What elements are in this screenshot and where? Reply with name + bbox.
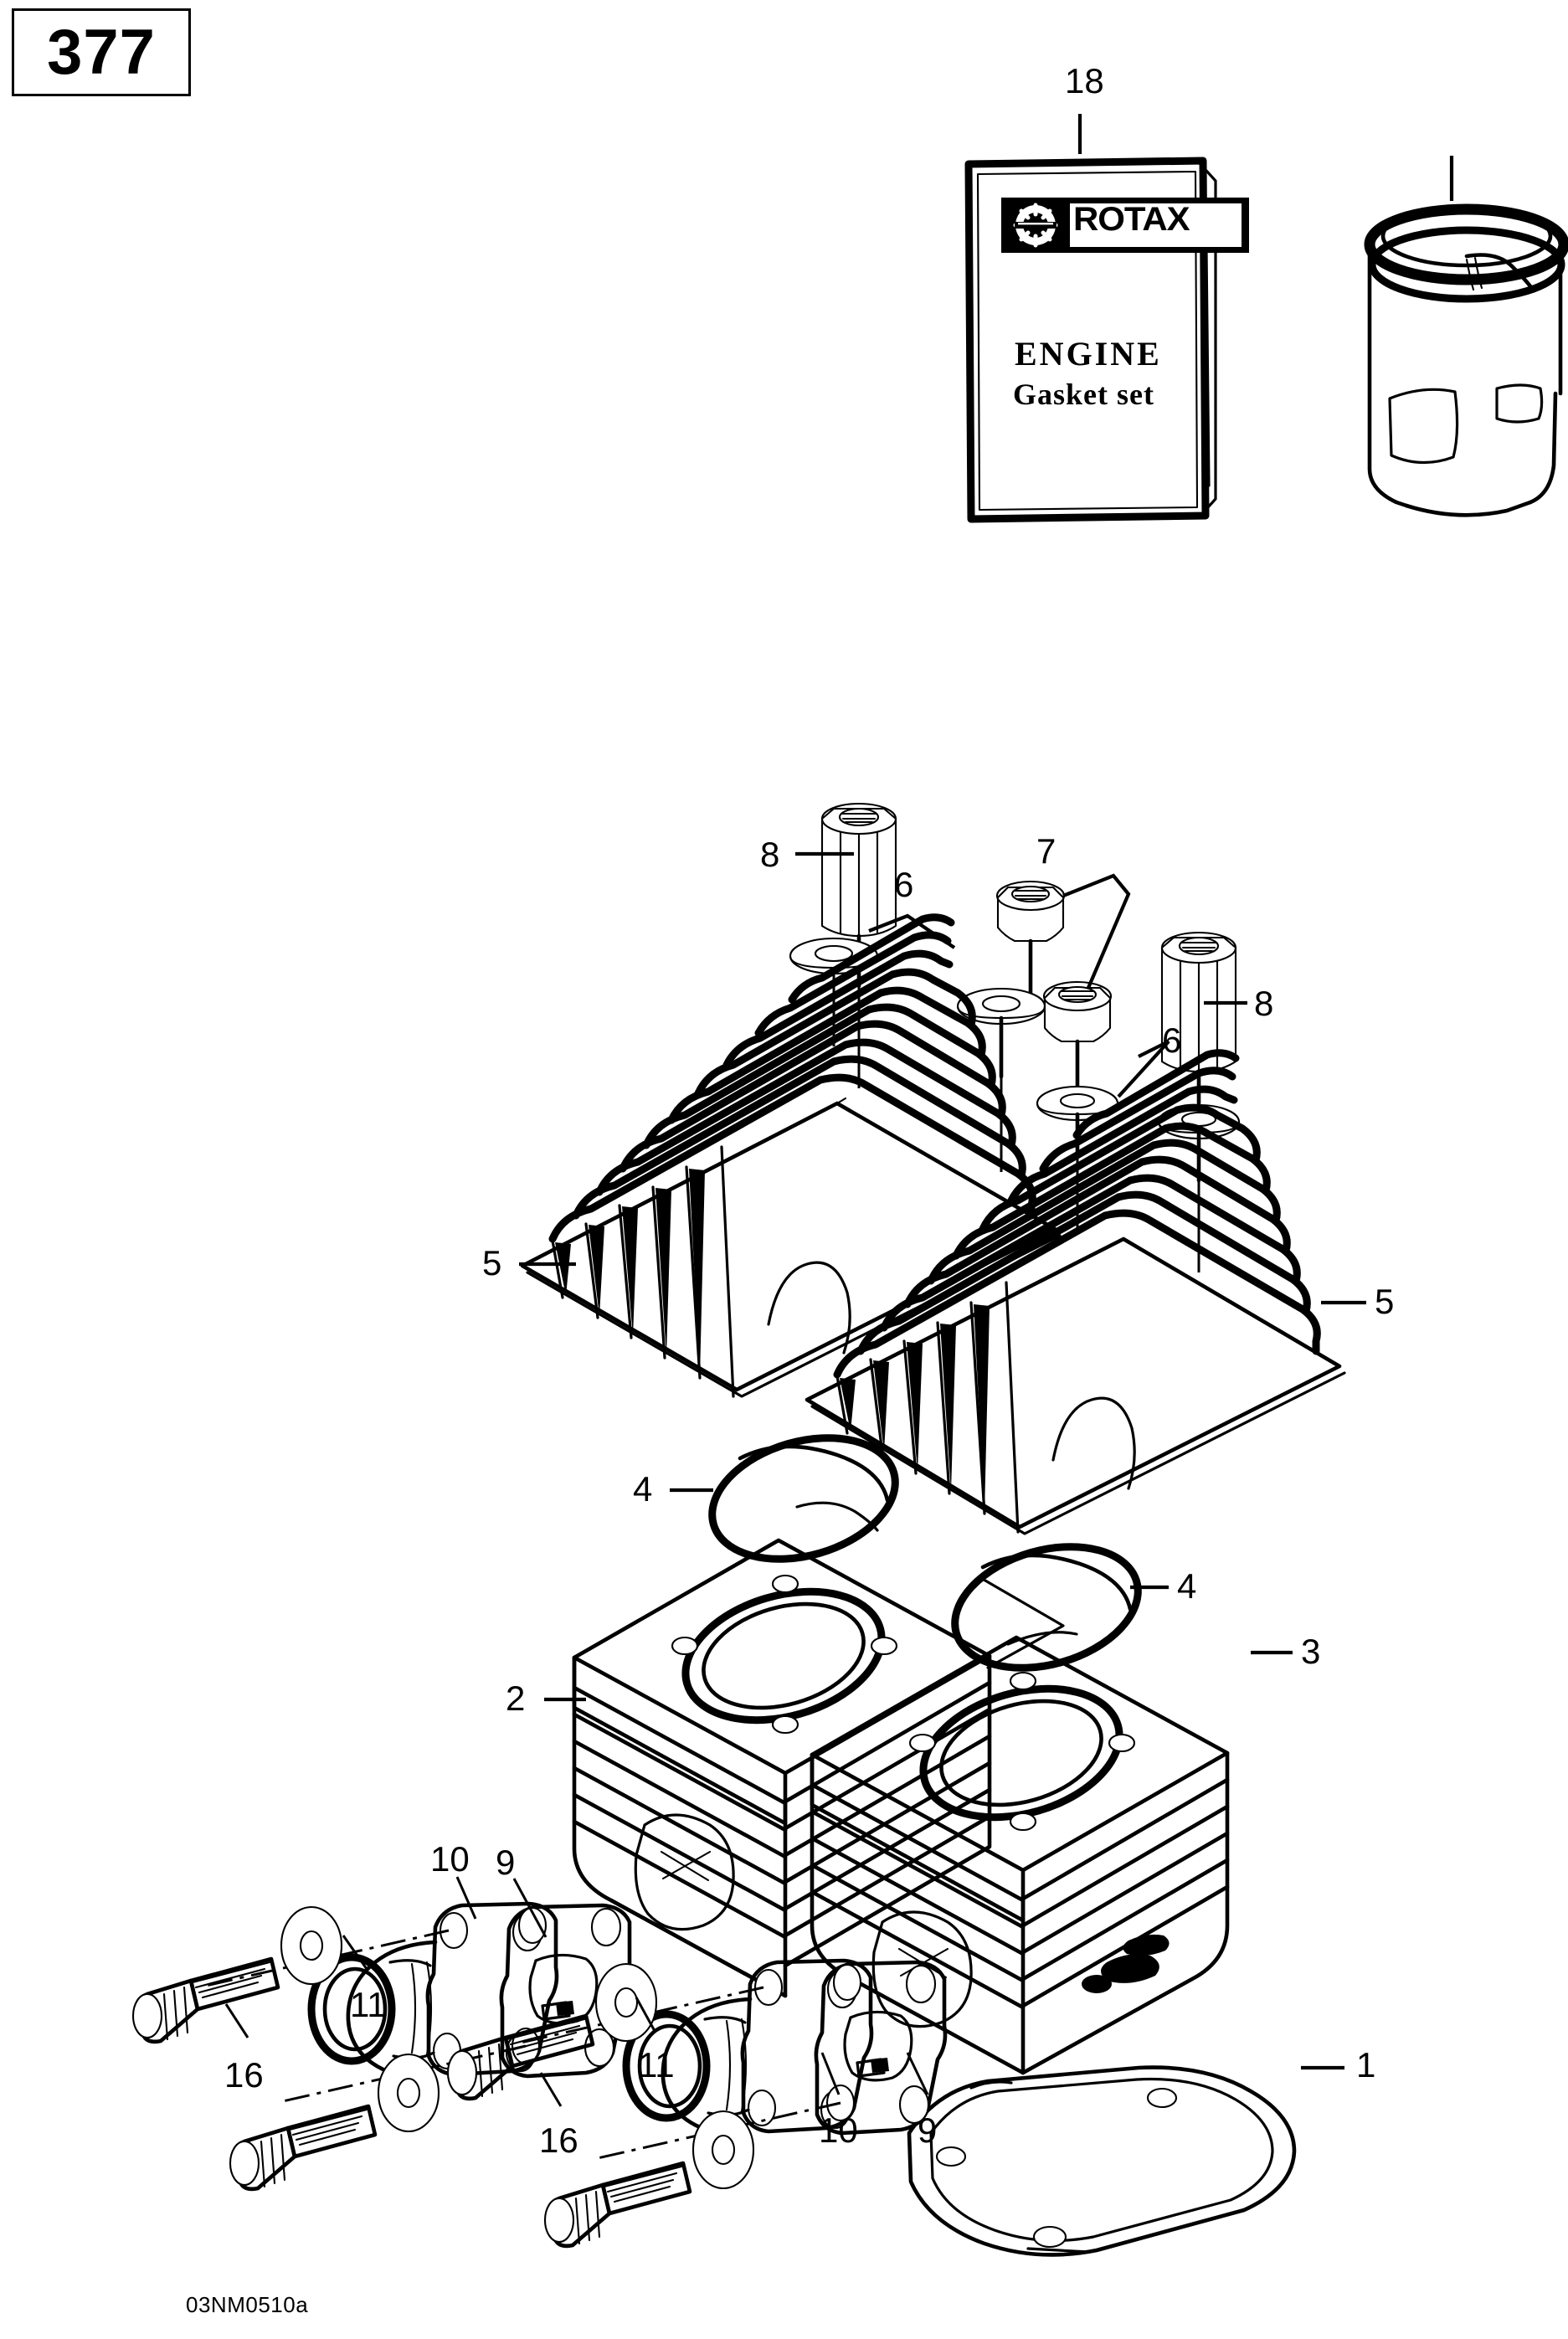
package-line-gasket-set: Gasket set — [1013, 378, 1154, 411]
callout-6-left: 6 — [894, 865, 914, 904]
socket-head-bolt-right-lower — [543, 2161, 692, 2249]
callout-8-left: 8 — [760, 835, 780, 874]
callout-16-left: 16 — [224, 2055, 264, 2095]
hex-nut-upper-art — [995, 880, 1066, 997]
package-line-engine: ENGINE — [1015, 335, 1162, 373]
cylinder-head-left-art — [520, 913, 1062, 1398]
callout-3: 3 — [1301, 1632, 1321, 1671]
page-number: 377 — [47, 16, 156, 88]
callout-17: 18 — [1065, 61, 1104, 100]
stud-spacer-left-art — [820, 802, 897, 989]
callout-4-left: 4 — [633, 1469, 653, 1509]
o-ring-left-art — [708, 1434, 899, 1563]
cylinder-head-right-art — [805, 1049, 1346, 1535]
callout-4-right: 4 — [1177, 1566, 1197, 1606]
callout-9-right: 9 — [918, 2110, 938, 2150]
callout-1: 1 — [1356, 2045, 1376, 2085]
washer-under-nut-art — [1036, 1085, 1119, 1158]
callout-11-right: 11 — [638, 2045, 675, 2085]
callout-7: 7 — [1036, 831, 1056, 871]
callout-8-right: 8 — [1254, 984, 1274, 1023]
rotax-brand-text: ROTAX — [1073, 201, 1190, 238]
callout-2: 2 — [506, 1678, 526, 1718]
callout-5-right: 5 — [1375, 1282, 1395, 1321]
callout-5-left: 5 — [482, 1243, 502, 1283]
socket-head-bolt-left-upper — [131, 1956, 280, 2044]
socket-head-bolt-left-lower — [229, 2104, 378, 2192]
callout-9-left: 9 — [496, 1843, 516, 1882]
cylinder-sleeve-art — [1364, 203, 1568, 517]
washer-center-art — [956, 987, 1046, 1079]
callout-10-right: 10 — [819, 2110, 858, 2150]
callout-6-right: 6 — [1162, 1020, 1182, 1060]
callout-16-right: 16 — [539, 2121, 578, 2160]
stud-spacer-right-art — [1160, 931, 1237, 1106]
drawing-reference-code: 03NM0510a — [186, 2292, 309, 2317]
socket-head-bolt-right-upper — [446, 2013, 595, 2101]
hex-nut-lower-art — [1042, 980, 1113, 1094]
callout-10-left: 10 — [430, 1839, 470, 1879]
intake-assembly-left-art — [131, 1901, 633, 2192]
engine-gasket-set-package-art — [964, 157, 1249, 523]
cylinder-base-gasket-art — [907, 2065, 1297, 2257]
cylinder-right-art — [810, 1635, 1230, 2075]
intake-assembly-right-art — [446, 1958, 948, 2249]
callout-leaders — [224, 114, 1454, 2107]
page-number-badge: 377 — [12, 8, 191, 96]
callout-11-left: 11 — [350, 1985, 387, 2024]
